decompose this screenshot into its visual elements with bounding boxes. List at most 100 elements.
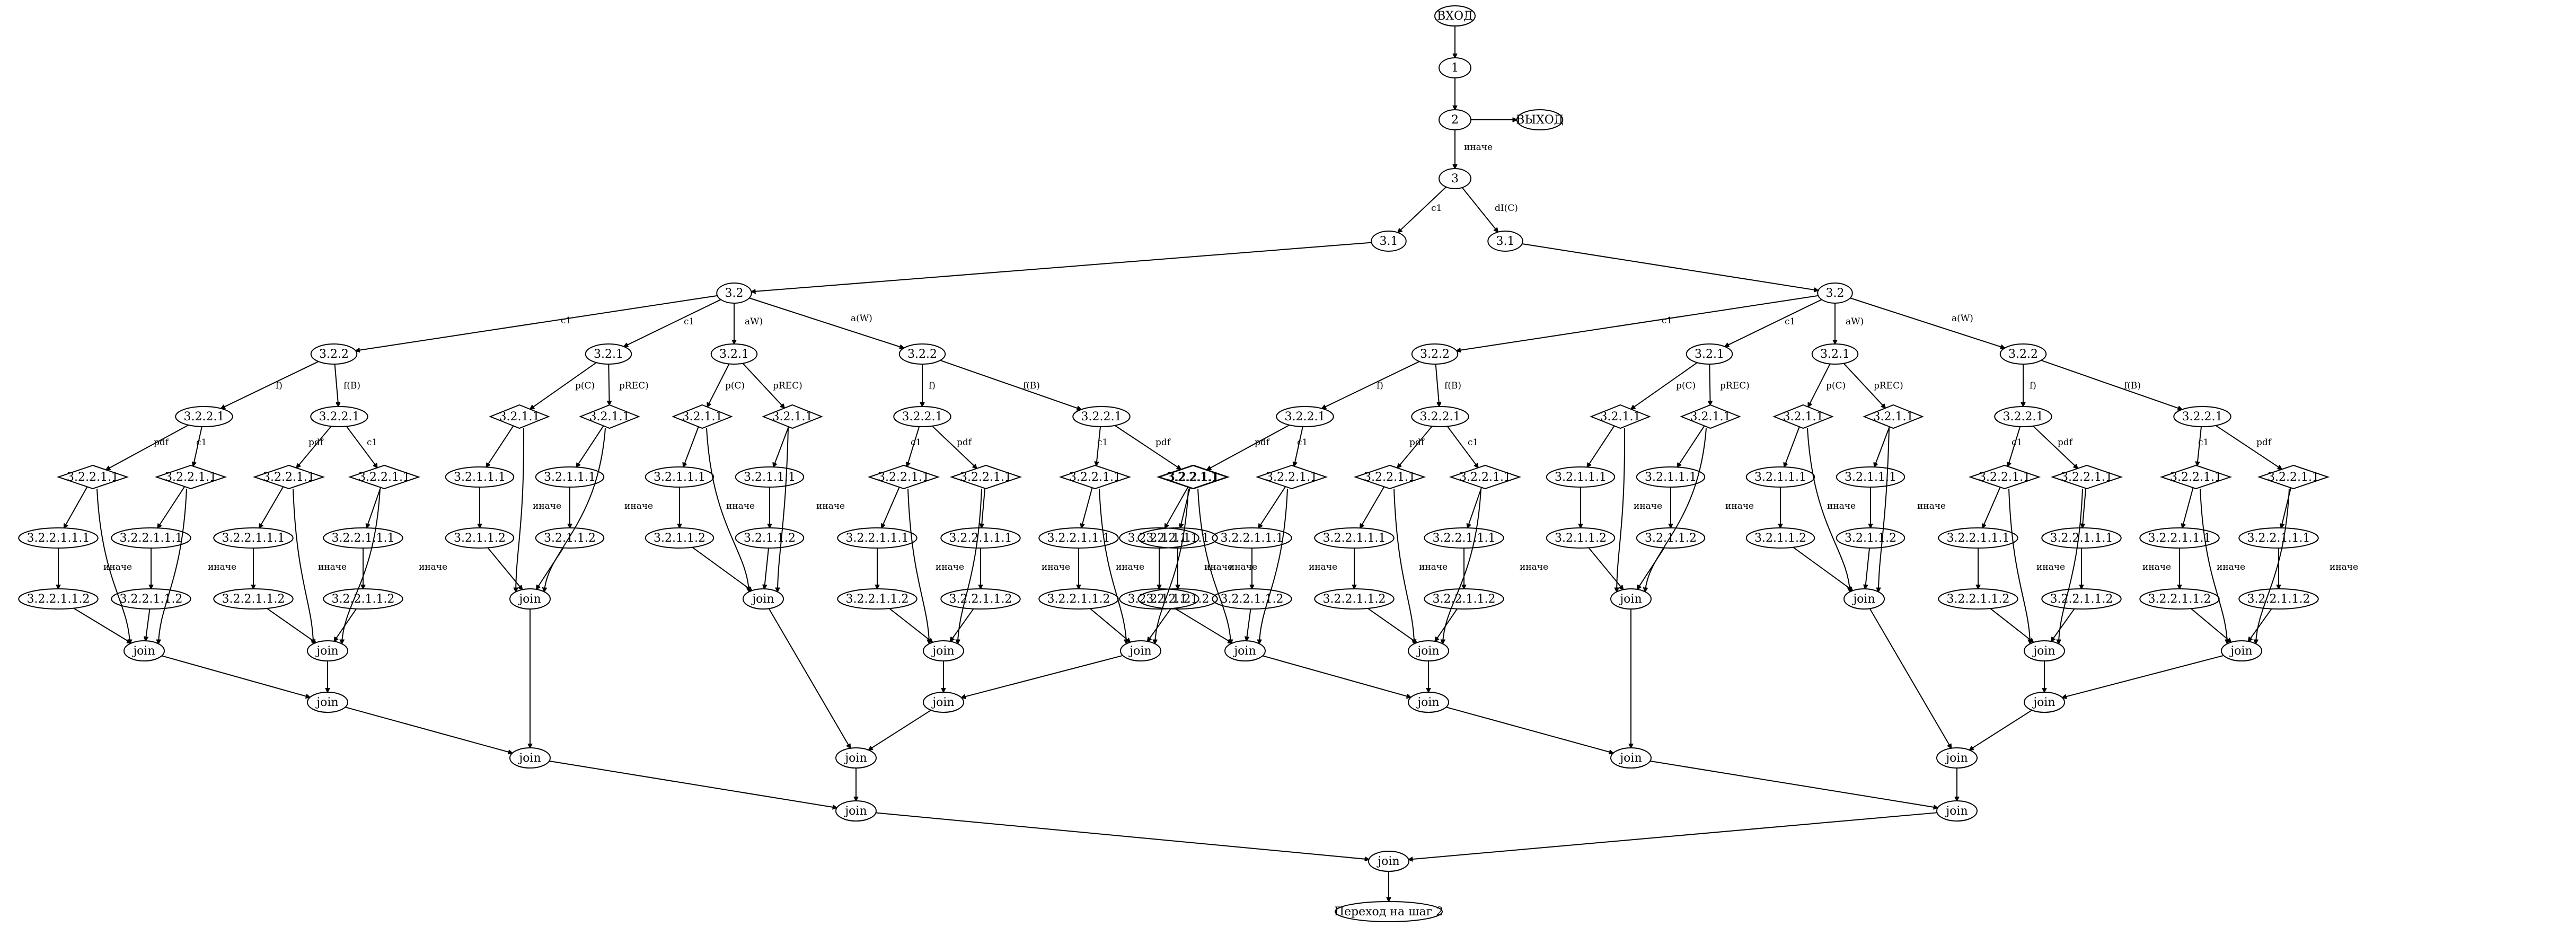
node-3-2-2-1-1-1[interactable]: 3.2.2.1.1.1: [213, 527, 294, 549]
node-2[interactable]: 2: [1439, 109, 1471, 130]
node-3-2-2[interactable]: 3.2.2: [898, 343, 946, 365]
node-3-2-2-1[interactable]: 3.2.2.1: [1994, 406, 2052, 427]
node-3-2-2-1-1-1[interactable]: 3.2.2.1.1.1: [1212, 527, 1292, 549]
node-3-2-2-1-1-2[interactable]: 3.2.2.1.1.2: [837, 588, 918, 610]
node-3-2-2-1-1[interactable]: 3.2.2.1.1: [1058, 464, 1132, 490]
node-3-2-2-1[interactable]: 3.2.2.1: [893, 406, 951, 427]
node-3-2-2-1-1[interactable]: 3.2.2.1.1: [2257, 464, 2330, 490]
node-3-2-2-1-1[interactable]: 3.2.2.1.1: [56, 464, 129, 490]
node-join[interactable]: join: [923, 640, 964, 661]
node-3-2-1-1-1[interactable]: 3.2.1.1.1: [1546, 466, 1616, 488]
node-join[interactable]: join: [1120, 640, 1161, 661]
node-join[interactable]: join: [835, 747, 877, 769]
node-3-2-1-1-1[interactable]: 3.2.1.1.1: [1636, 466, 1706, 488]
node-3-2-2-1[interactable]: 3.2.2.1: [310, 406, 368, 427]
node-3-2-2[interactable]: 3.2.2: [310, 343, 358, 365]
node-3-2-2-1-1-2[interactable]: 3.2.2.1.1.2: [2139, 588, 2220, 610]
node-join[interactable]: join: [509, 747, 551, 769]
node-3-2-2-1-1-1[interactable]: 3.2.2.1.1.1: [1424, 527, 1504, 549]
node-3-2-2-1-1[interactable]: 3.2.2.1.1: [348, 464, 421, 490]
node-3-2-2-1-1-1[interactable]: 3.2.2.1.1.1: [1119, 527, 1199, 549]
node-3-2-2-1[interactable]: 3.2.2.1: [2173, 406, 2231, 427]
node-3-2-1-1[interactable]: 3.2.1.1: [672, 404, 733, 429]
node-3-2-1-1[interactable]: 3.2.1.1: [1863, 404, 1924, 429]
node-join[interactable]: join: [307, 692, 348, 713]
node-3-2-2-1-1-2[interactable]: 3.2.2.1.1.2: [18, 588, 99, 610]
node-3-2-2-1-1-2[interactable]: 3.2.2.1.1.2: [1119, 588, 1199, 610]
node-вход[interactable]: ВХОД: [1434, 5, 1476, 27]
node-3-2-2-1-1-2[interactable]: 3.2.2.1.1.2: [1424, 588, 1504, 610]
node-join[interactable]: join: [1843, 588, 1885, 610]
node-3-2-1-1[interactable]: 3.2.1.1: [579, 404, 640, 429]
node-3-2-2-1-1-1[interactable]: 3.2.2.1.1.1: [18, 527, 99, 549]
node-join[interactable]: join: [743, 588, 784, 610]
node-join[interactable]: join: [1936, 800, 1978, 822]
node-3-1[interactable]: 3.1: [1371, 231, 1407, 252]
node-join[interactable]: join: [923, 692, 964, 713]
node-3-2-1-1-2[interactable]: 3.2.1.1.2: [1745, 527, 1815, 549]
node-3-2-1-1-1[interactable]: 3.2.1.1.1: [535, 466, 605, 488]
node-join[interactable]: join: [1408, 640, 1449, 661]
node-3-2-1[interactable]: 3.2.1: [585, 343, 632, 365]
node-join[interactable]: join: [2024, 640, 2065, 661]
node-3-2-1[interactable]: 3.2.1: [1686, 343, 1733, 365]
node-3-2-2-1-1-1[interactable]: 3.2.2.1.1.1: [323, 527, 403, 549]
node-3-2-2-1[interactable]: 3.2.2.1: [1276, 406, 1334, 427]
node-3-2-2-1[interactable]: 3.2.2.1: [175, 406, 233, 427]
node-3-2-1-1[interactable]: 3.2.1.1: [1680, 404, 1741, 429]
node-3-2-1-1[interactable]: 3.2.1.1: [1590, 404, 1651, 429]
node-join[interactable]: join: [1610, 588, 1652, 610]
node-3-2-1-1-1[interactable]: 3.2.1.1.1: [445, 466, 515, 488]
node-3-2-2-1-1[interactable]: 3.2.2.1.1: [949, 464, 1022, 490]
node-join[interactable]: join: [2024, 692, 2065, 713]
node-3-2-2-1-1[interactable]: 3.2.2.1.1: [867, 464, 940, 490]
node-3-2-2-1-1[interactable]: 3.2.2.1.1: [2050, 464, 2123, 490]
node-3-2-2-1-1[interactable]: 3.2.2.1.1: [1255, 464, 1328, 490]
node-3-2-1-1[interactable]: 3.2.1.1: [1772, 404, 1834, 429]
node-3-2-1-1-2[interactable]: 3.2.1.1.2: [445, 527, 515, 549]
node-3-2-2-1-1[interactable]: 3.2.2.1.1: [252, 464, 325, 490]
node-3-2-2-1-1-2[interactable]: 3.2.2.1.1.2: [1038, 588, 1119, 610]
node-3-2-2-1-1[interactable]: 3.2.2.1.1: [1449, 464, 1522, 490]
node-3-2-1-1-2[interactable]: 3.2.1.1.2: [1636, 527, 1706, 549]
node-3-2-2-1-1-2[interactable]: 3.2.2.1.1.2: [1212, 588, 1292, 610]
node-3-2-2-1-1-2[interactable]: 3.2.2.1.1.2: [323, 588, 403, 610]
node-переход-на-шаг-2[interactable]: Переход на шаг 2: [1334, 901, 1443, 922]
node-3-2-1-1-1[interactable]: 3.2.1.1.1: [1836, 466, 1905, 488]
node-join[interactable]: join: [307, 640, 348, 661]
node-3-2-2-1-1-1[interactable]: 3.2.2.1.1.1: [2139, 527, 2220, 549]
node-3-1[interactable]: 3.1: [1487, 231, 1523, 252]
node-3-2-2-1-1[interactable]: 3.2.2.1.1: [1353, 464, 1426, 490]
node-3-2-2-1[interactable]: 3.2.2.1: [1072, 406, 1131, 427]
node-3-2-2-1-1[interactable]: 3.2.2.1.1: [1157, 464, 1230, 490]
node-3-2-1-1-2[interactable]: 3.2.1.1.2: [535, 527, 605, 549]
node-3-2-1-1-1[interactable]: 3.2.1.1.1: [735, 466, 805, 488]
node-3-2-2-1-1-2[interactable]: 3.2.2.1.1.2: [213, 588, 294, 610]
node-3-2-2-1-1-1[interactable]: 3.2.2.1.1.1: [940, 527, 1021, 549]
node-3-2-1-1[interactable]: 3.2.1.1: [489, 404, 550, 429]
node-3-2-2-1-1[interactable]: 3.2.2.1.1: [1968, 464, 2041, 490]
node-3-2-2-1-1-1[interactable]: 3.2.2.1.1.1: [1314, 527, 1395, 549]
node-3-2-2-1-1-2[interactable]: 3.2.2.1.1.2: [2238, 588, 2319, 610]
node-3-2[interactable]: 3.2: [1817, 282, 1853, 304]
node-3-2-1-1-2[interactable]: 3.2.1.1.2: [735, 527, 805, 549]
node-3[interactable]: 3: [1439, 168, 1471, 189]
node-join[interactable]: join: [1368, 851, 1409, 872]
node-3-2-2-1-1-2[interactable]: 3.2.2.1.1.2: [111, 588, 191, 610]
node-join[interactable]: join: [509, 588, 551, 610]
node-3-2-2-1-1[interactable]: 3.2.2.1.1: [2159, 464, 2233, 490]
node-3-2-2-1-1[interactable]: 3.2.2.1.1: [154, 464, 227, 490]
node-3-2-2-1-1-1[interactable]: 3.2.2.1.1.1: [2041, 527, 2122, 549]
node-join[interactable]: join: [2221, 640, 2262, 661]
node-3-2-2-1-1-1[interactable]: 3.2.2.1.1.1: [837, 527, 918, 549]
node-выход[interactable]: ВЫХОД: [1516, 109, 1564, 130]
node-join[interactable]: join: [1224, 640, 1266, 661]
node-join[interactable]: join: [1408, 692, 1449, 713]
node-3-2-1-1-2[interactable]: 3.2.1.1.2: [1546, 527, 1616, 549]
node-3-2-2-1[interactable]: 3.2.2.1: [1411, 406, 1469, 427]
node-3-2[interactable]: 3.2: [716, 282, 752, 304]
node-3-2-2-1-1-2[interactable]: 3.2.2.1.1.2: [940, 588, 1021, 610]
node-1[interactable]: 1: [1439, 57, 1471, 78]
node-join[interactable]: join: [1610, 747, 1652, 769]
node-3-2-2-1-1-2[interactable]: 3.2.2.1.1.2: [1938, 588, 2018, 610]
